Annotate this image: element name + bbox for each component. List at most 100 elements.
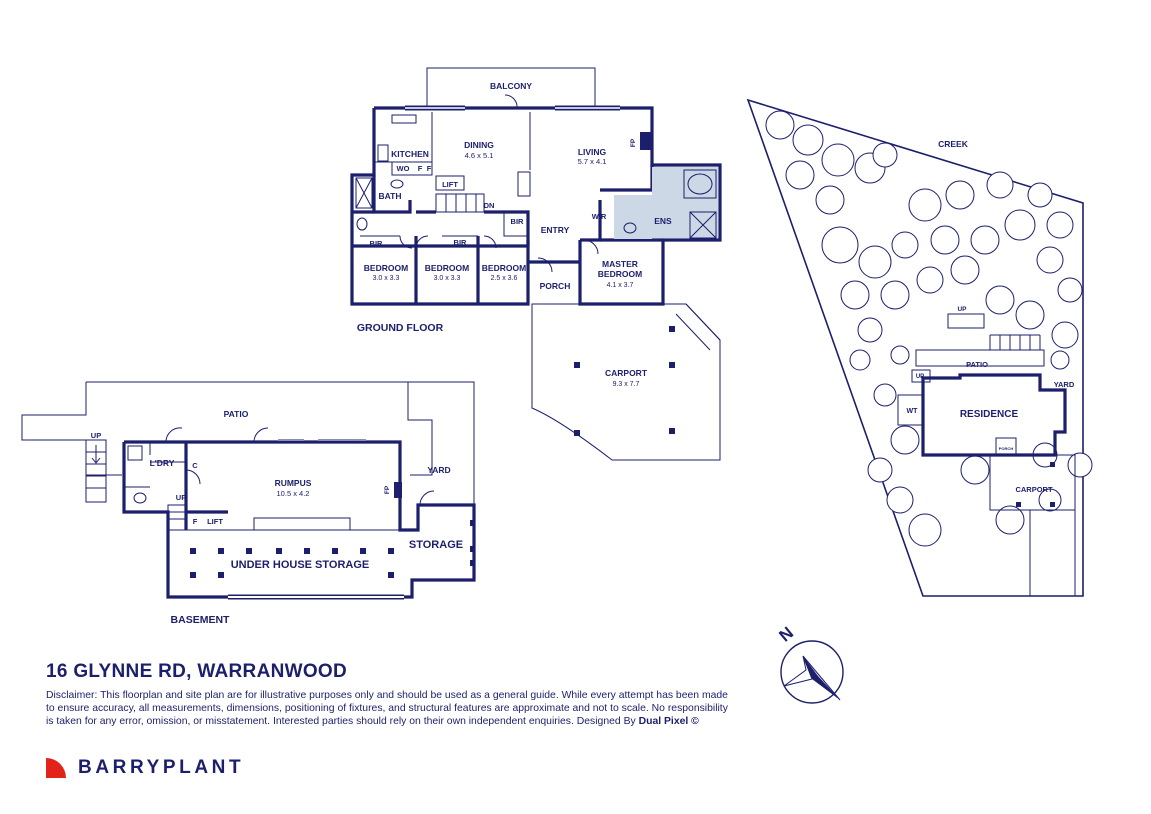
bedroom-2-label: BEDROOM bbox=[425, 263, 469, 273]
bath-toilet-icon bbox=[356, 217, 368, 231]
wo-label: WO bbox=[397, 164, 410, 173]
ground-north-windows bbox=[405, 105, 620, 111]
carport-post bbox=[669, 362, 675, 368]
site-trees bbox=[765, 110, 1093, 547]
master-dimension: 4.1 x 3.7 bbox=[607, 282, 634, 289]
entry-label: ENTRY bbox=[541, 225, 570, 235]
residence-label: RESIDENCE bbox=[960, 409, 1019, 420]
porch-label: PORCH bbox=[540, 281, 571, 291]
rumpus-dimension: 10.5 x 4.2 bbox=[277, 489, 310, 498]
ens-label: ENS bbox=[654, 216, 672, 226]
patio-stairs bbox=[85, 439, 107, 503]
living-dimension: 5.7 x 4.1 bbox=[578, 157, 607, 166]
brand-logo: BARRYPLANT bbox=[46, 757, 244, 779]
under-house-storage-label: UNDER HOUSE STORAGE bbox=[231, 559, 370, 571]
master-label-2: BEDROOM bbox=[598, 269, 642, 279]
site-boundary bbox=[746, 98, 1084, 597]
designer-credit: Dual Pixel © bbox=[638, 716, 699, 728]
disclaimer-text: Disclaimer: This floorplan and site plan… bbox=[46, 689, 736, 729]
fridge-label-1: F bbox=[418, 164, 423, 173]
brand-name: BARRYPLANT bbox=[78, 757, 245, 778]
disclaimer-body: Disclaimer: This floorplan and site plan… bbox=[46, 690, 728, 728]
carport-dimension: 9.3 x 7.7 bbox=[613, 381, 640, 388]
bir-entry-wall bbox=[503, 212, 528, 237]
sink-icon bbox=[391, 114, 417, 124]
carport-post bbox=[669, 428, 675, 434]
cupboard-label: C bbox=[192, 461, 198, 470]
carport-post bbox=[574, 362, 580, 368]
dining-label: DINING bbox=[464, 140, 494, 150]
site-carport-label: CARPORT bbox=[1015, 485, 1053, 494]
site-up-label: UP bbox=[957, 306, 967, 313]
rumpus-fireplace bbox=[394, 482, 402, 498]
basement-stairs bbox=[167, 504, 187, 531]
bath-label: BATH bbox=[379, 191, 402, 201]
site-plan: CREEK UP PATIO UP YARD WT RESIDENCE PORC… bbox=[746, 98, 1093, 597]
site-patio bbox=[915, 349, 1045, 367]
living-label: LIVING bbox=[578, 147, 607, 157]
site-steps bbox=[947, 313, 985, 329]
bedroom-3-label: BEDROOM bbox=[482, 263, 526, 273]
rumpus-label: RUMPUS bbox=[275, 478, 312, 488]
basement-lift-label: LIFT bbox=[207, 517, 223, 526]
bathtub-icon bbox=[683, 169, 717, 199]
carport-post bbox=[669, 326, 675, 332]
ensuite-fill bbox=[652, 167, 718, 238]
ldry-label: L'DRY bbox=[150, 458, 175, 468]
property-address: 16 GLYNNE RD, WARRANWOOD bbox=[46, 661, 348, 682]
bedroom-1-label: BEDROOM bbox=[364, 263, 408, 273]
basement-up-label: UP bbox=[176, 493, 186, 502]
compass-north-label: N bbox=[776, 623, 798, 645]
bath-shower-icon bbox=[355, 177, 373, 209]
laundry-tub-icon bbox=[127, 445, 143, 461]
ground-lift-label: LIFT bbox=[442, 180, 458, 189]
ground-fireplace bbox=[640, 132, 652, 150]
basement-yard-label: YARD bbox=[427, 465, 450, 475]
storage-label: STORAGE bbox=[409, 539, 463, 551]
basement-patio-label: PATIO bbox=[224, 409, 249, 419]
bir-label-2: BIR bbox=[454, 238, 468, 247]
lift-box bbox=[435, 175, 465, 191]
site-patio-label: PATIO bbox=[966, 360, 988, 369]
kitchen-label: KITCHEN bbox=[391, 149, 429, 159]
wt-label: WT bbox=[907, 408, 919, 415]
ground-stairs bbox=[435, 193, 485, 213]
quarter-circle-logo-icon bbox=[46, 758, 66, 778]
basement-f-label: F bbox=[193, 517, 198, 526]
ground-floor-plan: BALCONY KITCHEN WO F F LIFT DN BATH DINI… bbox=[350, 67, 722, 461]
basement-plan: PATIO UP L'DRY C UP F LIFT RUMPUS 10.5 x… bbox=[21, 381, 476, 626]
water-tank bbox=[897, 394, 925, 426]
bir-label-1: BIR bbox=[370, 239, 384, 248]
laundry-toilet-icon bbox=[133, 492, 147, 504]
bath-basin-icon bbox=[390, 179, 404, 189]
carport-label: CARPORT bbox=[605, 368, 648, 378]
master-label-1: MASTER bbox=[602, 259, 638, 269]
bedroom-1-dimension: 3.0 x 3.3 bbox=[373, 275, 400, 282]
bath-wall bbox=[372, 175, 412, 214]
creek-label: CREEK bbox=[938, 139, 969, 149]
dining-partition bbox=[517, 112, 531, 197]
site-porch-label: PORCH bbox=[999, 446, 1014, 451]
wir-label: WIR bbox=[592, 212, 607, 221]
cooktop-icon bbox=[377, 144, 389, 162]
bir-label-3: BIR bbox=[511, 217, 525, 226]
north-compass: N bbox=[776, 623, 844, 704]
dining-dimension: 4.6 x 5.1 bbox=[465, 151, 494, 160]
driveway bbox=[1029, 510, 1076, 596]
bedroom-wing-walls bbox=[352, 210, 530, 248]
fridge-label-2: F bbox=[427, 164, 432, 173]
balcony-label: BALCONY bbox=[490, 81, 532, 91]
under-house-posts bbox=[190, 520, 475, 578]
patio-up-label: UP bbox=[91, 431, 101, 440]
basement-title: BASEMENT bbox=[171, 614, 231, 626]
site-yard-label: YARD bbox=[1054, 380, 1075, 389]
shower-icon bbox=[689, 211, 717, 239]
rumpus-bench bbox=[253, 517, 351, 531]
ground-fp-label: FP bbox=[630, 138, 637, 147]
ens-toilet-icon bbox=[623, 222, 637, 234]
balcony-door bbox=[504, 94, 518, 109]
dn-label: DN bbox=[484, 201, 495, 210]
site-up2-label: UP bbox=[916, 374, 924, 380]
ground-floor-title: GROUND FLOOR bbox=[357, 322, 444, 334]
